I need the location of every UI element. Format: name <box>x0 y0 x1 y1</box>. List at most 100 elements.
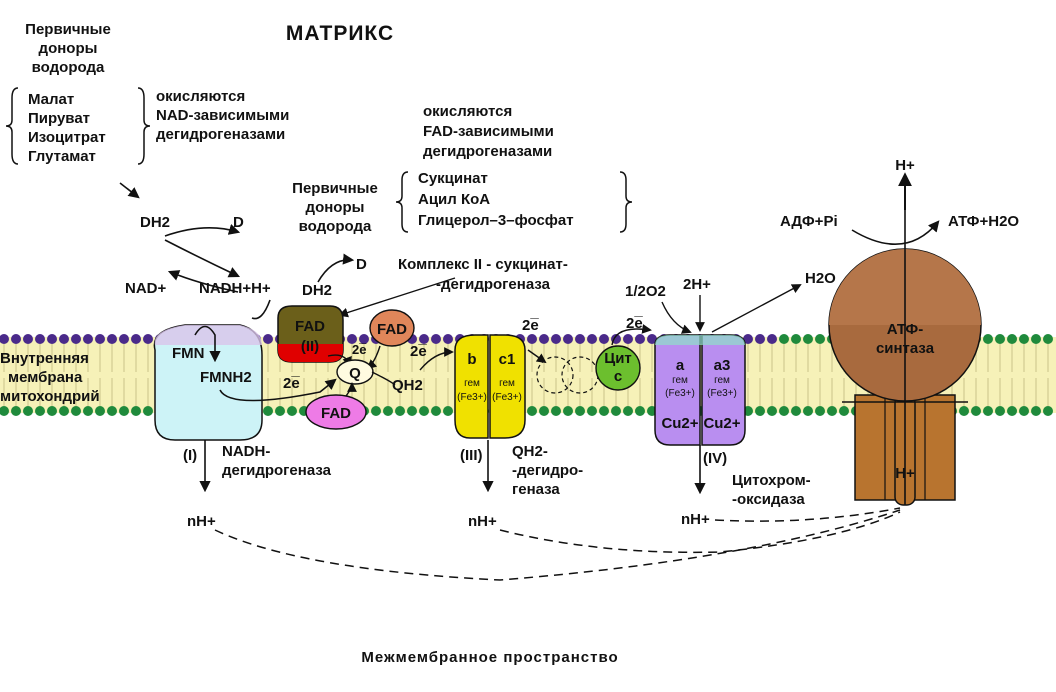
lipid-head <box>647 334 657 344</box>
lipid-head <box>1019 406 1029 416</box>
svg-text:Сукцинат: Сукцинат <box>418 170 488 187</box>
lipid-head <box>755 334 765 344</box>
lipid-head <box>551 406 561 416</box>
lipid-head <box>263 334 273 344</box>
svg-text:-оксидаза: -оксидаза <box>732 491 805 508</box>
lipid-head <box>131 406 141 416</box>
lipid-head <box>551 334 561 344</box>
lipid-head <box>623 334 633 344</box>
lipid-head <box>839 406 849 416</box>
svg-text:(II): (II) <box>301 338 319 355</box>
svg-text:Цитохром-: Цитохром- <box>732 472 811 489</box>
lipid-head <box>563 334 573 344</box>
lipid-head <box>635 334 645 344</box>
lipid-head <box>767 334 777 344</box>
svg-text:гем: гем <box>464 378 480 389</box>
lipid-head <box>983 334 993 344</box>
lipid-head <box>131 334 141 344</box>
svg-text:c: c <box>614 368 622 385</box>
lipid-head <box>1031 334 1041 344</box>
lipid-head <box>23 406 33 416</box>
primary-donors-left: Первичные доноры водорода <box>25 21 111 76</box>
svg-text:c1: c1 <box>499 351 516 368</box>
lipid-head <box>107 334 117 344</box>
lipid-head <box>527 406 537 416</box>
lipid-head <box>527 334 537 344</box>
svg-text:дегидрогеназами: дегидрогеназами <box>156 126 285 143</box>
svg-text:H2O: H2O <box>805 270 836 287</box>
lipid-head <box>419 334 429 344</box>
lipid-head <box>755 406 765 416</box>
lipid-head <box>827 406 837 416</box>
svg-text:FAD-зависимыми: FAD-зависимыми <box>423 123 554 140</box>
primary-donors-mid: Первичные доноры водорода <box>292 180 378 235</box>
lipid-head <box>431 406 441 416</box>
lipid-head <box>383 406 393 416</box>
lipid-head <box>995 406 1005 416</box>
svg-text:Внутренняя: Внутренняя <box>0 350 89 367</box>
svg-text:NAD-зависимыми: NAD-зависимыми <box>156 107 289 124</box>
svg-text:доноры: доноры <box>306 199 365 216</box>
complex-iv: a гем (Fe3+) Cu2+ a3 гем (Fe3+) Cu2+ 1/2… <box>625 270 836 528</box>
svg-text:QH2-: QH2- <box>512 443 548 460</box>
svg-text:Глицерол–3–фосфат: Глицерол–3–фосфат <box>418 212 574 229</box>
svg-text:Q: Q <box>349 365 361 382</box>
svg-text:NAD+: NAD+ <box>125 280 166 297</box>
lipid-head <box>35 406 45 416</box>
lipid-head <box>95 406 105 416</box>
svg-text:2H+: 2H+ <box>683 276 711 293</box>
svg-text:АТФ+H2O: АТФ+H2O <box>948 213 1019 230</box>
svg-text:D: D <box>233 214 244 231</box>
lipid-head <box>119 334 129 344</box>
lipid-head <box>59 334 69 344</box>
lipid-head <box>1019 334 1029 344</box>
lipid-head <box>779 334 789 344</box>
svg-text:дегидрогеназами: дегидрогеназами <box>423 143 552 160</box>
complex-ii: D DH2 Комплекс II - сукцинат- -дегидроге… <box>277 253 568 370</box>
svg-text:дегидрогеназа: дегидрогеназа <box>222 462 332 479</box>
svg-text:2e̅: 2e̅ <box>410 343 428 360</box>
svg-text:D: D <box>356 256 367 273</box>
ubiquinone: Q QH2 2e̅ FAD <box>305 343 454 430</box>
svg-text:Комплекс II - сукцинат-: Комплекс II - сукцинат- <box>398 256 568 273</box>
lipid-head <box>743 334 753 344</box>
lipid-head <box>803 406 813 416</box>
lipid-head <box>443 334 453 344</box>
lipid-head <box>119 406 129 416</box>
lipid-head <box>635 406 645 416</box>
fmnh2-label: FMNH2 <box>200 369 252 386</box>
lipid-head <box>983 406 993 416</box>
svg-text:H+: H+ <box>895 465 915 482</box>
svg-text:(Fe3+): (Fe3+) <box>665 388 695 399</box>
svg-text:H+: H+ <box>895 157 915 174</box>
lipid-head <box>611 406 621 416</box>
svg-text:(IV): (IV) <box>703 450 727 467</box>
matrix-title: МАТРИКС <box>286 22 394 45</box>
svg-text:Cu2+: Cu2+ <box>703 415 740 432</box>
svg-text:гем: гем <box>499 378 515 389</box>
svg-text:Первичные: Первичные <box>25 21 111 38</box>
lipid-head <box>143 406 153 416</box>
lipid-head <box>287 406 297 416</box>
lipid-head <box>959 406 969 416</box>
lipid-head <box>95 334 105 344</box>
nad-substrates: Малат Пируват Изоцитрат Глутамат <box>5 87 151 165</box>
lipid-head <box>803 334 813 344</box>
lipid-head <box>83 334 93 344</box>
fmn-label: FMN <box>172 345 205 362</box>
lipid-head <box>143 334 153 344</box>
svg-text:АТФ-: АТФ- <box>887 321 923 338</box>
svg-text:nH+: nH+ <box>468 513 497 530</box>
svg-text:Цит: Цит <box>604 350 632 367</box>
lipid-head <box>767 406 777 416</box>
complex-iii: b гем (Fe3+) c1 гем (Fe3+) (III) QH2- -д… <box>454 334 583 530</box>
svg-text:DH2: DH2 <box>140 214 170 231</box>
lipid-head <box>419 406 429 416</box>
lipid-head <box>71 334 81 344</box>
svg-text:доноры: доноры <box>39 40 98 57</box>
lipid-head <box>599 406 609 416</box>
svg-text:2e̅: 2e̅ <box>522 317 540 334</box>
lipid-head <box>1007 406 1017 416</box>
svg-text:Ацил КоА: Ацил КоА <box>418 191 490 208</box>
